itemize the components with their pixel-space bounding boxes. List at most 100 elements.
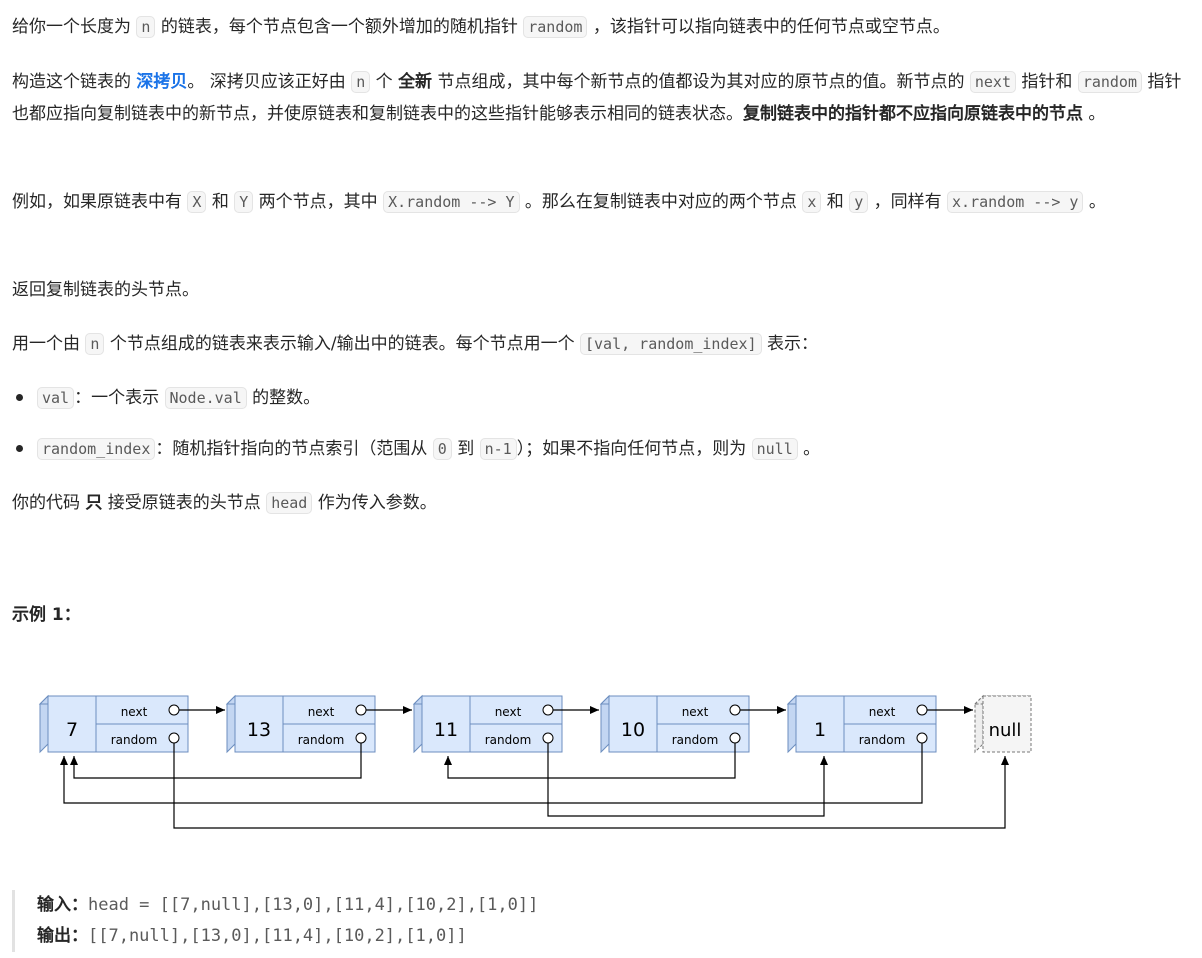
random-pointer-dot	[355, 732, 367, 744]
bold-text: 复制链表中的指针都不应指向原链表中的节点	[743, 104, 1083, 124]
paragraph-return: 返回复制链表的头节点。	[12, 280, 199, 300]
output-value: [[7,null],[13,0],[11,4],[10,2],[1,0]]	[88, 926, 467, 946]
random-label: random	[672, 733, 719, 747]
next-label: next	[682, 705, 709, 719]
next-label: next	[495, 705, 522, 719]
next-label: next	[869, 705, 896, 719]
next-pointer-dot	[168, 704, 180, 716]
text: 接受原链表的头节点	[102, 493, 267, 513]
next-label: next	[308, 705, 335, 719]
bold-text: 只	[85, 493, 103, 513]
inline-code: n	[85, 333, 105, 355]
next-label: next	[121, 705, 148, 719]
text: ，同样有	[868, 192, 948, 212]
paragraph-deep-copy: 构造这个链表的 深拷贝。 深拷贝应该正好由 n 个 全新 节点组成，其中每个新节…	[12, 66, 1182, 130]
node-value: 11	[434, 719, 458, 741]
paragraph-representation: 用一个由 n 个节点组成的链表来表示输入/输出中的链表。每个节点用一个 [val…	[12, 328, 1182, 360]
random-pointer-dot	[168, 732, 180, 744]
inline-code: x.random --> y	[947, 191, 1084, 213]
inline-code: n-1	[479, 438, 517, 460]
node-value-box	[47, 695, 97, 753]
text: 。 深拷贝应该正好由	[187, 72, 352, 92]
text: 的整数。	[246, 388, 321, 408]
inline-code: random_index	[37, 438, 156, 460]
text: 指针也都应指向复制链表中的新节点，并使原链表和复制链表中的这些指针能够表示相同的…	[12, 72, 1182, 124]
random-label: random	[485, 733, 532, 747]
example-output-line: 输出：[[7,null],[13,0],[11,4],[10,2],[1,0]]	[37, 921, 1202, 952]
text: 例如，如果原链表中有	[12, 192, 188, 212]
text: 你的代码	[12, 493, 86, 513]
text: 。	[1083, 192, 1106, 212]
deep-copy-link[interactable]: 深拷贝	[136, 72, 188, 92]
node-value: 1	[814, 719, 826, 741]
node-value: 13	[247, 719, 271, 741]
text: 作为传入参数。	[312, 493, 437, 513]
null-box	[982, 695, 1032, 753]
next-pointer-dot	[729, 704, 741, 716]
inline-code: Node.val	[164, 387, 247, 409]
bold-text: 全新	[398, 72, 433, 92]
linked-list-diagram: 7 next random 13 next random 11 next random 10 nex…	[38, 694, 1033, 829]
random-pointer-dot	[916, 732, 928, 744]
inline-code: X	[187, 191, 207, 213]
text: 构造这个链表的	[12, 72, 137, 92]
example-io-block: 输入：head = [[7,null],[13,0],[11,4],[10,2]…	[12, 890, 1202, 952]
inline-code: random	[523, 16, 588, 38]
random-arrow	[70, 743, 362, 779]
inline-code: [val, random_index]	[579, 333, 762, 355]
text: 个	[370, 72, 399, 92]
inline-code: n	[136, 16, 156, 38]
text: 指针和	[1016, 72, 1078, 92]
inline-code: X.random --> Y	[383, 191, 520, 213]
node-value: 7	[66, 719, 78, 741]
node-value-box	[234, 695, 284, 753]
text: 。	[797, 439, 821, 459]
inline-code: n	[351, 71, 371, 93]
inline-code: Y	[234, 191, 254, 213]
text: 节点组成，其中每个新节点的值都设为其对应的原节点的值。新节点的	[432, 72, 970, 92]
paragraph-intro: 给你一个长度为 n 的链表，每个节点包含一个额外增加的随机指针 random ，…	[12, 11, 1190, 43]
node-value: 10	[621, 719, 645, 741]
text: 个节点组成的链表来表示输入/输出中的链表。每个节点用一个	[104, 334, 580, 354]
text: 两个节点，其中	[253, 192, 384, 212]
text: 用一个由	[12, 334, 86, 354]
inline-code: head	[266, 492, 313, 514]
text: 的链表，每个节点包含一个额外增加的随机指针	[155, 17, 524, 37]
list-item-random-index: random_index：随机指针指向的节点索引（范围从 0 到 n-1）；如果…	[12, 433, 1182, 465]
paragraph-head-param: 你的代码 只 接受原链表的头节点 head 作为传入参数。	[12, 487, 1182, 519]
next-pointer-dot	[355, 704, 367, 716]
text: 和	[821, 192, 850, 212]
inline-code: null	[751, 438, 798, 460]
inline-code: next	[969, 71, 1016, 93]
node-value-box	[795, 695, 845, 753]
text: ，该指针可以指向链表中的任何节点或空节点。	[587, 17, 950, 37]
random-pointer-dot	[729, 732, 741, 744]
random-pointer-dot	[542, 732, 554, 744]
text: ：一个表示	[74, 388, 165, 408]
node-value-box	[421, 695, 471, 753]
node-value-box	[608, 695, 658, 753]
text: ）；如果不指向任何节点，则为	[516, 439, 752, 459]
input-label: 输入：	[37, 895, 88, 915]
text: 和	[206, 192, 235, 212]
text: ：随机指针指向的节点索引（范围从	[155, 439, 433, 459]
bullet-icon	[16, 393, 23, 401]
bullet-icon	[16, 444, 23, 452]
random-arrow	[60, 743, 923, 804]
inline-code: x	[802, 191, 822, 213]
random-arrow	[444, 743, 736, 779]
random-label: random	[111, 733, 158, 747]
inline-code: random	[1077, 71, 1142, 93]
inline-code: val	[37, 387, 75, 409]
list-item-val: val：一个表示 Node.val 的整数。	[12, 382, 1182, 414]
text: 表示：	[761, 334, 818, 354]
text: 。	[1083, 104, 1106, 124]
next-pointer-dot	[916, 704, 928, 716]
text: 到	[451, 439, 480, 459]
random-label: random	[298, 733, 345, 747]
inline-code: y	[849, 191, 869, 213]
random-arrow	[173, 743, 1009, 829]
input-value: head = [[7,null],[13,0],[11,4],[10,2],[1…	[88, 895, 539, 915]
inline-code: 0	[432, 438, 452, 460]
random-label: random	[859, 733, 906, 747]
